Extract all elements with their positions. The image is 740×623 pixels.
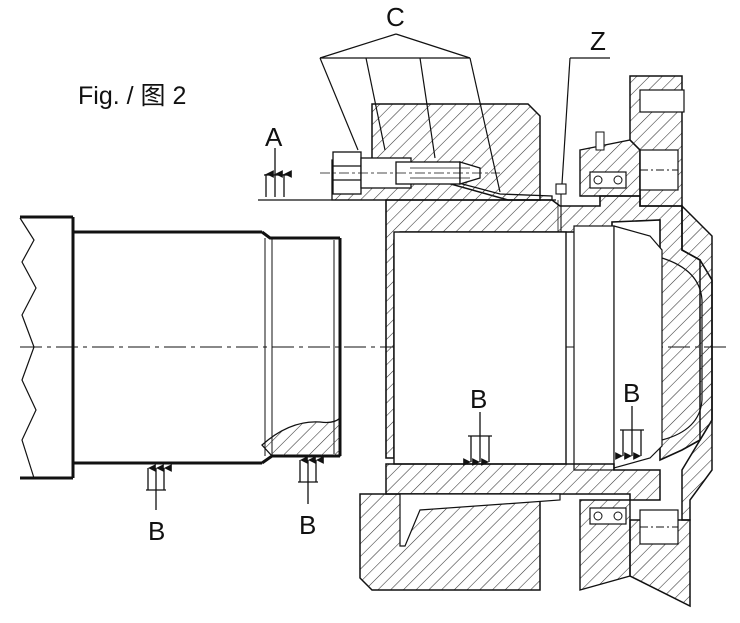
arrow-group-a (264, 148, 292, 197)
figure-caption: Fig. / 图 2 (78, 82, 187, 110)
seal-upper (589, 171, 627, 189)
shaft-section (261, 416, 341, 457)
arrow-group-b3 (463, 412, 492, 466)
label-b-bore: B (470, 384, 487, 414)
label-b-shaft: B (148, 516, 165, 546)
seal-lower (589, 507, 627, 525)
arrow-group-b1 (146, 464, 172, 510)
label-c: C (386, 2, 405, 32)
arrow-group-b2 (298, 456, 324, 504)
label-b-step: B (299, 510, 316, 540)
arrow-group-b4 (615, 406, 644, 460)
cone-ring-lower (399, 493, 561, 547)
label-a: A (265, 122, 283, 152)
oil-port-z (555, 183, 567, 232)
label-b-end: B (623, 378, 640, 408)
hub-end-cap (613, 225, 663, 469)
label-z: Z (590, 26, 606, 56)
leader-lines (319, 33, 610, 193)
